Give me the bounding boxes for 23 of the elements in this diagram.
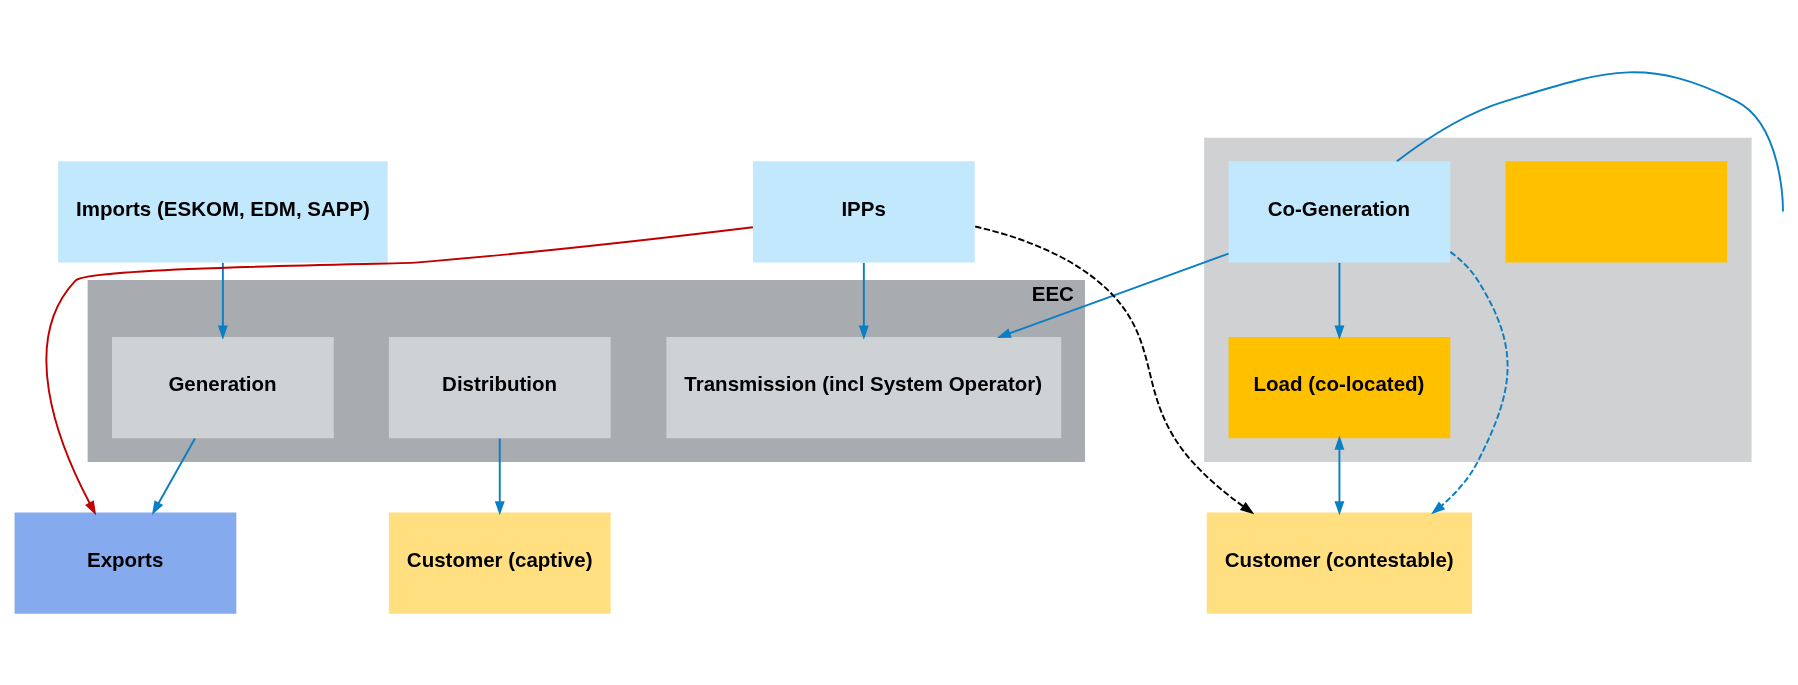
node-box: Co-Generation (1228, 160, 1451, 263)
node-box: Distribution (388, 336, 611, 438)
arrow (1334, 435, 1345, 515)
connector (1395, 71, 1784, 212)
arrow (151, 437, 196, 515)
node-box: Exports (14, 512, 237, 614)
arrow (494, 437, 505, 515)
node-box: Imports (ESKOM, EDM, SAPP) (58, 160, 388, 263)
node-box: Customer (captive) (388, 512, 611, 614)
arrow (45, 225, 754, 515)
node-box: Customer (contestable) (1206, 512, 1473, 614)
node-box: Transmission (incl System Operator) (666, 336, 1062, 438)
arrow (858, 261, 869, 340)
arrow (217, 261, 228, 340)
arrow (974, 225, 1255, 514)
node-box: IPPs (752, 160, 975, 263)
node-box: Generation (112, 336, 334, 438)
node-box: Load (co-located) (1228, 336, 1451, 438)
arrow (1431, 250, 1509, 514)
arrow (996, 252, 1230, 338)
node-box (1505, 160, 1728, 263)
cluster (1204, 137, 1752, 462)
arrow (1334, 261, 1345, 340)
